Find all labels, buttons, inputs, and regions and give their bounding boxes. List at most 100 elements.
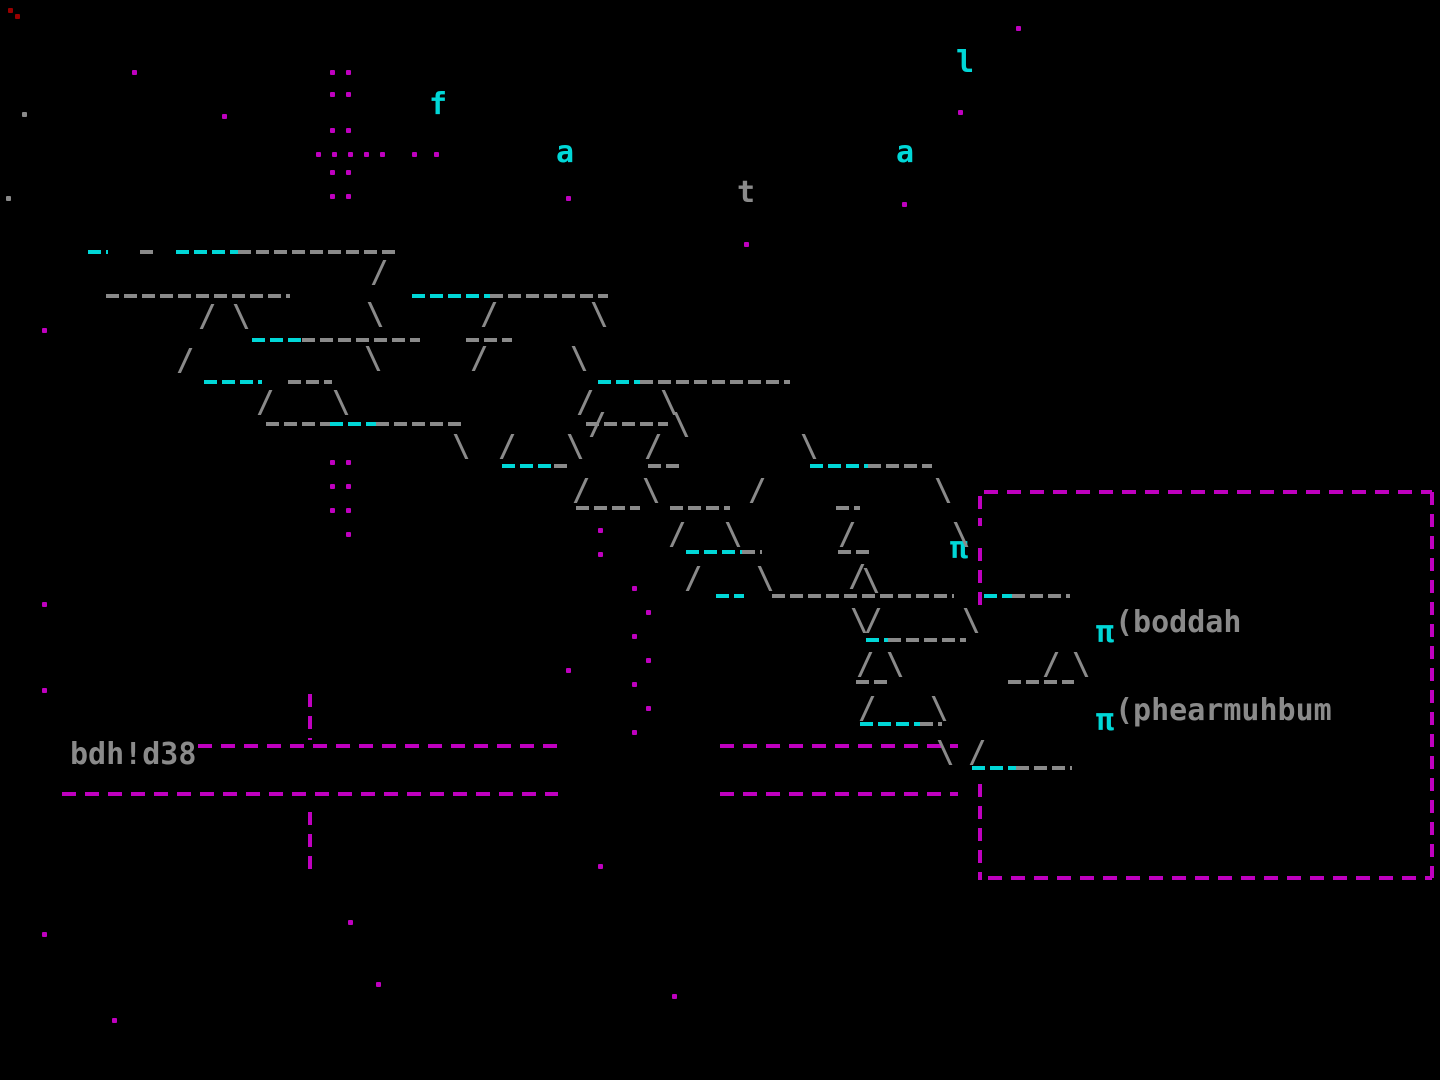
dashed-border-line bbox=[198, 744, 558, 748]
particle-dot bbox=[598, 528, 603, 533]
particle-dot bbox=[330, 170, 335, 175]
particle-dot bbox=[958, 110, 963, 115]
letter-l: l bbox=[956, 45, 975, 80]
diagonal: \ bbox=[850, 603, 869, 638]
structure-line bbox=[238, 250, 398, 254]
particle-dot bbox=[598, 864, 603, 869]
structure-line bbox=[640, 380, 790, 384]
particle-dot bbox=[112, 1018, 117, 1023]
dashed-border-vline bbox=[308, 812, 312, 870]
structure-line bbox=[1016, 766, 1072, 770]
particle-dot bbox=[346, 128, 351, 133]
particle-dot bbox=[902, 202, 907, 207]
structure-line bbox=[670, 506, 730, 510]
diagonal: \ bbox=[936, 735, 955, 770]
particle-dot bbox=[8, 8, 13, 13]
structure-line bbox=[140, 250, 154, 254]
particle-dot bbox=[42, 932, 47, 937]
structure-line bbox=[598, 380, 640, 384]
structure-line bbox=[106, 294, 290, 298]
particle-dot bbox=[330, 128, 335, 133]
diagonal: \ bbox=[660, 385, 679, 420]
dashed-border-line bbox=[988, 876, 1432, 880]
diagonal: \ bbox=[366, 297, 385, 332]
structure-line bbox=[888, 638, 966, 642]
letter-a-1: a bbox=[556, 135, 575, 170]
diagonal: \ bbox=[570, 341, 589, 376]
diagonal: / bbox=[588, 407, 607, 442]
diagonal: / bbox=[644, 429, 663, 464]
structure-line bbox=[576, 506, 640, 510]
structure-line bbox=[302, 338, 420, 342]
particle-dot bbox=[380, 152, 385, 157]
particle-dot bbox=[632, 586, 637, 591]
dashed-border-vline bbox=[978, 496, 982, 526]
structure-line bbox=[204, 380, 262, 384]
particle-dot bbox=[346, 532, 351, 537]
structure-line bbox=[1012, 594, 1070, 598]
diagonal: / bbox=[684, 561, 703, 596]
particle-dot bbox=[346, 92, 351, 97]
diagonal: / bbox=[968, 735, 987, 770]
particle-dot bbox=[330, 194, 335, 199]
diagonal: \ bbox=[962, 603, 981, 638]
particle-dot bbox=[744, 242, 749, 247]
particle-dot bbox=[632, 634, 637, 639]
dashed-border-line bbox=[984, 490, 1432, 494]
structure-line bbox=[866, 638, 888, 642]
diagonal: \ bbox=[1072, 647, 1091, 682]
diagonal: \ bbox=[566, 429, 585, 464]
diagonal: / bbox=[198, 299, 217, 334]
particle-dot bbox=[566, 196, 571, 201]
diagonal: \ bbox=[364, 341, 383, 376]
dashed-border-vline bbox=[978, 548, 982, 614]
structure-line bbox=[176, 250, 238, 254]
particle-dot bbox=[632, 730, 637, 735]
particle-dot bbox=[346, 70, 351, 75]
particle-dot bbox=[330, 92, 335, 97]
diagonal: \ bbox=[930, 691, 949, 726]
diagonal: \ bbox=[332, 385, 351, 420]
structure-line bbox=[586, 422, 668, 426]
particle-dot bbox=[598, 552, 603, 557]
diagonal: / bbox=[498, 429, 517, 464]
diagonal: / bbox=[176, 343, 195, 378]
particle-dot bbox=[646, 610, 651, 615]
diagonal: / bbox=[370, 255, 389, 290]
particle-dot bbox=[412, 152, 417, 157]
particle-dot bbox=[348, 920, 353, 925]
particle-dot bbox=[330, 460, 335, 465]
particle-dot bbox=[346, 460, 351, 465]
diagonal: / bbox=[470, 341, 489, 376]
particle-dot bbox=[348, 152, 353, 157]
structure-line bbox=[836, 506, 860, 510]
particle-dot bbox=[6, 196, 11, 201]
letter-t: t bbox=[737, 175, 756, 210]
diagonal: \ bbox=[800, 429, 819, 464]
dashed-border-line bbox=[62, 792, 558, 796]
structure-line bbox=[856, 680, 888, 684]
diagonal: \ bbox=[672, 407, 691, 442]
structure-line bbox=[252, 338, 302, 342]
diagonal: / bbox=[480, 297, 499, 332]
diagonal: \ bbox=[886, 647, 905, 682]
particle-dot bbox=[1016, 26, 1021, 31]
diagonal: / bbox=[576, 385, 595, 420]
diagonal: / bbox=[858, 691, 877, 726]
particle-dot bbox=[42, 328, 47, 333]
diagonal: \ bbox=[590, 297, 609, 332]
structure-line bbox=[838, 550, 870, 554]
particle-dot bbox=[42, 688, 47, 693]
pi-icon-phearmuhbum: π bbox=[1096, 703, 1115, 738]
letter-a-2: a bbox=[896, 135, 915, 170]
particle-dot bbox=[15, 14, 20, 19]
particle-dot bbox=[346, 484, 351, 489]
structure-line bbox=[88, 250, 108, 254]
diagonal: \ bbox=[934, 473, 953, 508]
dashed-border-line bbox=[720, 792, 958, 796]
structure-line bbox=[868, 464, 932, 468]
diagonal: / bbox=[864, 603, 883, 638]
particle-dot bbox=[632, 682, 637, 687]
diagonal: / bbox=[668, 517, 687, 552]
